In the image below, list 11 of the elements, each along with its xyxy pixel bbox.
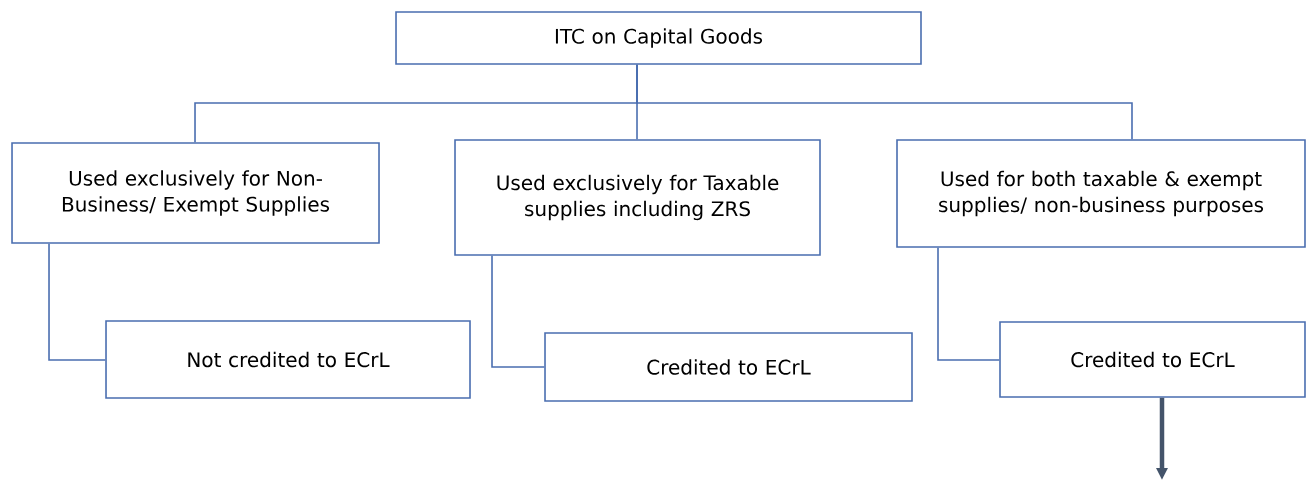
connector-line <box>937 247 1000 361</box>
process-box: Used exclusively for Taxable supplies including ZRS <box>454 139 821 256</box>
connector-line <box>48 243 106 361</box>
process-box: Used for both taxable & exempt supplies/ non-business purposes <box>896 139 1306 248</box>
process-box: Used exclusively for Non-Business/ Exempt Supplies <box>11 142 380 244</box>
connector-line <box>636 64 1133 140</box>
process-box: Credited to ECrL <box>999 321 1306 398</box>
title-box: ITC on Capital Goods <box>395 11 922 65</box>
process-box: Not credited to ECrL <box>105 320 471 399</box>
connector-line <box>491 255 545 368</box>
process-box: Credited to ECrL <box>544 332 913 402</box>
